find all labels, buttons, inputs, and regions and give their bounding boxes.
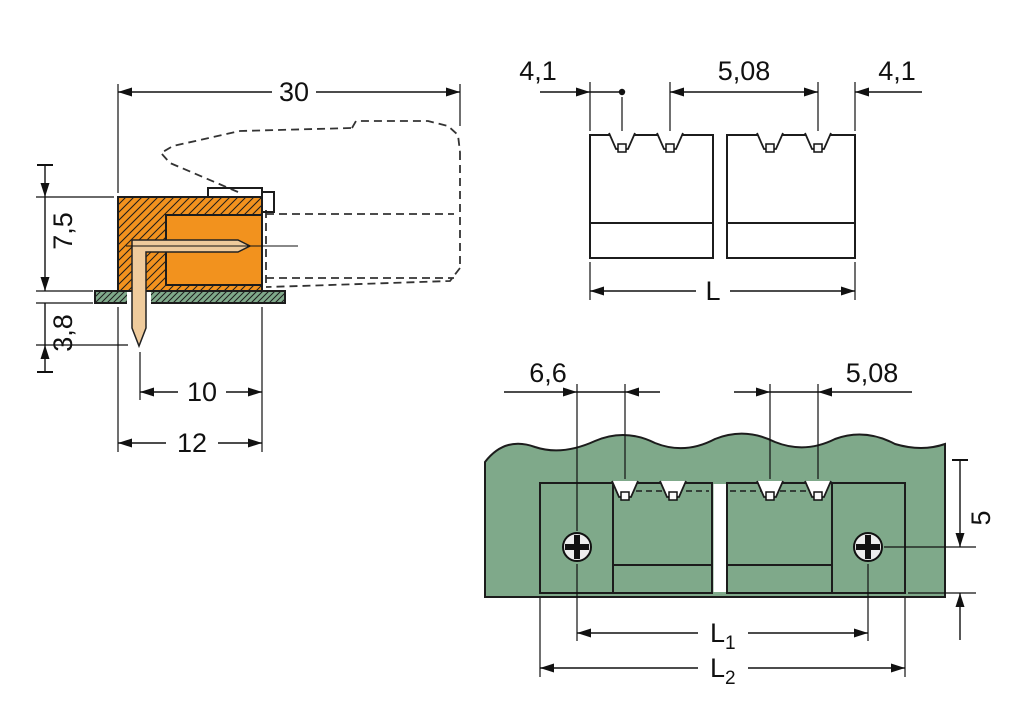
mounting-view: 6,6 5,08 5 L1 L2 bbox=[484, 358, 996, 689]
pin-tip-square bbox=[617, 143, 627, 153]
side-view: 30 7,5 3,8 10 12 bbox=[36, 77, 461, 458]
mating-plug-outline bbox=[159, 120, 461, 288]
mounting-view-dimensions: 6,6 5,08 5 L1 L2 bbox=[504, 358, 996, 689]
dim-l2-label: L2 bbox=[710, 653, 736, 689]
dim-mounting-pitch-label: 5,08 bbox=[846, 358, 899, 388]
side-view-dimensions: 30 7,5 3,8 10 12 bbox=[36, 77, 461, 458]
dim-total-length-label: L bbox=[705, 276, 720, 306]
mounting-notches bbox=[611, 480, 832, 501]
front-view: 4,1 5,08 4,1 L bbox=[519, 56, 922, 306]
dim-pin-to-edge-label: 10 bbox=[187, 377, 217, 407]
dim-body-width-label: 12 bbox=[177, 428, 207, 458]
front-view-dimensions: 4,1 5,08 4,1 L bbox=[519, 56, 922, 306]
pin-header-right bbox=[726, 132, 856, 259]
dim-pitch-label: 5,08 bbox=[718, 56, 771, 86]
dim-height-above-board-label: 7,5 bbox=[48, 212, 78, 250]
pin-tip-square bbox=[665, 143, 675, 153]
pin-tip-square bbox=[813, 143, 823, 153]
screw-right bbox=[853, 532, 883, 562]
dim-l1-label: L1 bbox=[710, 618, 736, 654]
break-gap bbox=[713, 484, 726, 592]
pin-header-left bbox=[589, 132, 714, 259]
dim-left-margin-label: 4,1 bbox=[519, 56, 557, 86]
solder-pin bbox=[126, 239, 298, 349]
latch-hook bbox=[261, 191, 275, 213]
dim-screw-to-pin-label: 6,6 bbox=[529, 358, 567, 388]
pcb-board-section bbox=[94, 290, 286, 304]
screw-left bbox=[562, 532, 592, 562]
dim-right-margin-label: 4,1 bbox=[878, 56, 916, 86]
pin-shape bbox=[131, 239, 252, 349]
reference-dot bbox=[618, 88, 626, 96]
dim-total-depth-label: 30 bbox=[279, 77, 309, 107]
dim-pin-below-board-label: 3,8 bbox=[48, 314, 78, 352]
pin-tip-square bbox=[765, 143, 775, 153]
dim-center-to-edge-label: 5 bbox=[966, 510, 996, 525]
latch-rib bbox=[207, 187, 263, 198]
